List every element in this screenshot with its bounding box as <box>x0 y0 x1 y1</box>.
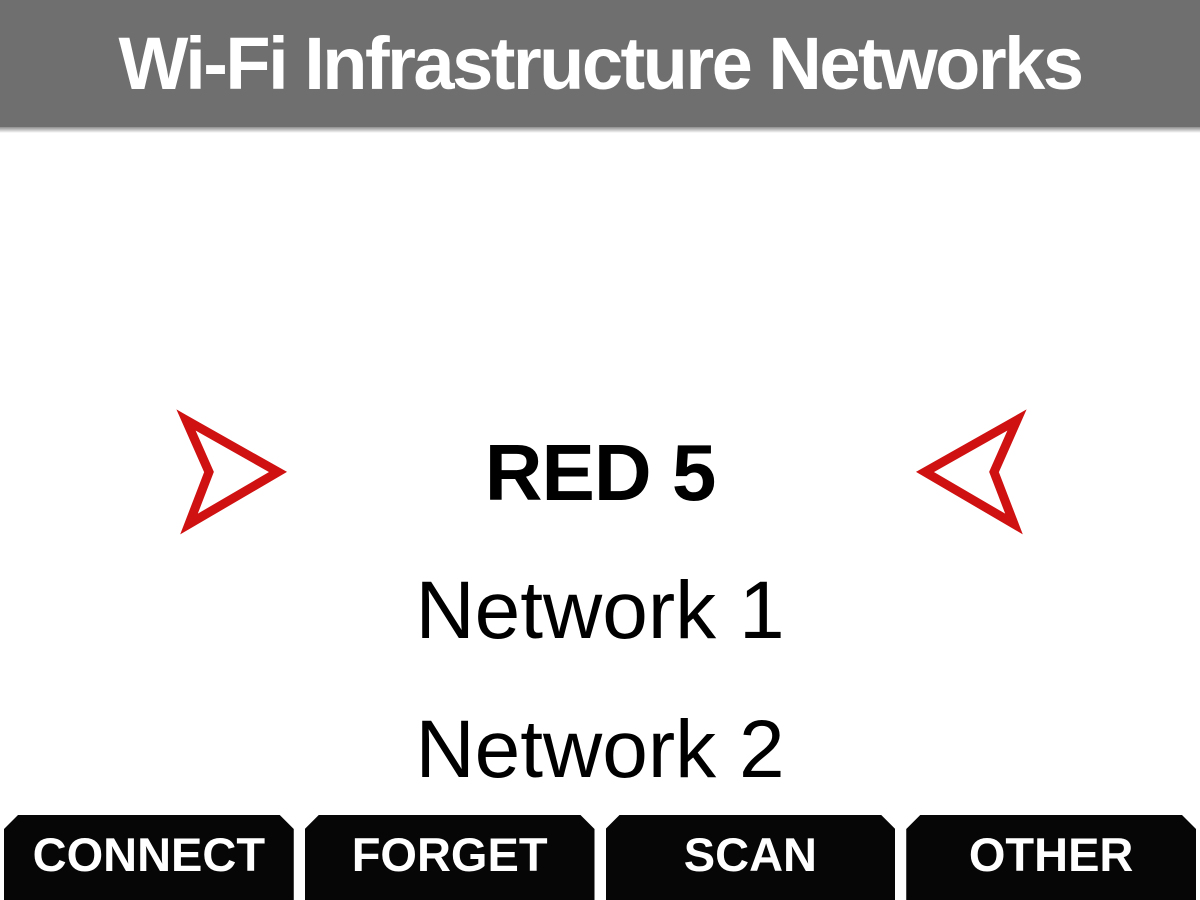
scan-button[interactable]: SCAN <box>606 815 896 900</box>
selection-arrow-right-icon <box>915 409 1027 535</box>
network-item-selected[interactable]: RED 5 <box>484 428 717 517</box>
page-title: Wi-Fi Infrastructure Networks <box>118 22 1085 105</box>
other-button[interactable]: OTHER <box>906 815 1196 900</box>
title-bar-divider <box>0 127 1200 133</box>
network-item[interactable]: Network 2 <box>415 704 785 795</box>
title-bar: Wi-Fi Infrastructure Networks <box>0 0 1200 127</box>
network-item[interactable]: Network 1 <box>415 565 785 656</box>
selection-arrow-left-icon <box>176 409 288 535</box>
action-bar: CONNECT FORGET SCAN OTHER <box>0 815 1200 900</box>
connect-button[interactable]: CONNECT <box>4 815 294 900</box>
forget-button[interactable]: FORGET <box>305 815 595 900</box>
